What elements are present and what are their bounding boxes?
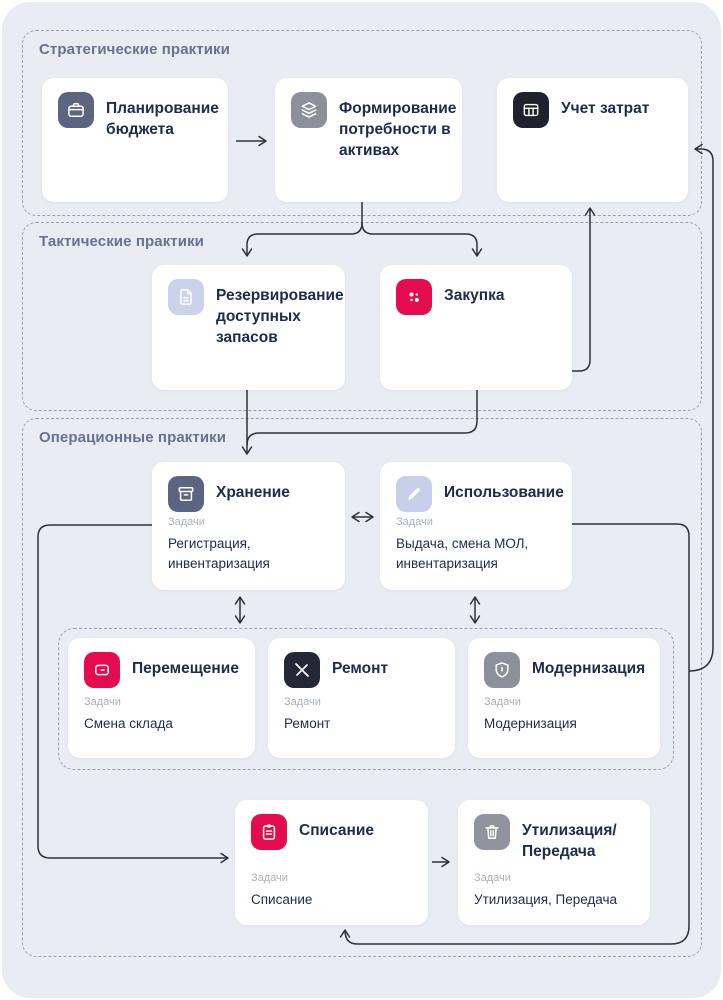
card-title: Резервирование доступных запасов xyxy=(216,287,344,346)
card-title: Формирование потребности в активах xyxy=(339,100,457,159)
clipboard-icon xyxy=(251,814,287,850)
card-writeoff[interactable]: Списание Задачи Списание xyxy=(235,800,428,925)
tasks-text: Ремонт xyxy=(284,716,331,731)
tools-icon xyxy=(284,652,320,688)
section-strategic-label: Стратегические практики xyxy=(39,41,230,58)
card-stock-reservation[interactable]: Резервирование доступных запасов xyxy=(152,265,345,390)
briefcase-icon xyxy=(58,92,94,128)
archive-icon xyxy=(168,476,204,512)
card-title: Использование xyxy=(444,484,564,501)
card-title: Учет затрат xyxy=(561,100,650,117)
tasks-label: Задачи xyxy=(396,516,433,528)
tasks-label: Задачи xyxy=(484,696,521,708)
card-storage[interactable]: Хранение Задачи Регистрация, инвентариза… xyxy=(152,462,345,590)
document-icon xyxy=(168,279,204,315)
tasks-label: Задачи xyxy=(284,696,321,708)
shield-icon xyxy=(484,652,520,688)
card-title: Закупка xyxy=(444,287,505,304)
card-relocation[interactable]: Перемещение Задачи Смена склада xyxy=(68,638,255,758)
card-procurement[interactable]: Закупка xyxy=(380,265,572,390)
trash-icon xyxy=(474,814,510,850)
tasks-label: Задачи xyxy=(251,872,288,884)
section-tactical-label: Тактические практики xyxy=(39,233,205,250)
card-title: Хранение xyxy=(216,484,290,501)
card-title: Планирование бюджета xyxy=(106,100,219,138)
card-disposal-transfer[interactable]: Утилизация/Передача Задачи Утилизация, П… xyxy=(458,800,650,925)
grid-dots-icon xyxy=(396,279,432,315)
tasks-text: Выдача, смена МОЛ, инвентаризация xyxy=(396,536,529,572)
card-usage[interactable]: Использование Задачи Выдача, смена МОЛ, … xyxy=(380,462,572,590)
card-asset-demand[interactable]: Формирование потребности в активах xyxy=(275,78,462,202)
section-operational-label: Операционные практики xyxy=(39,429,227,446)
tasks-label: Задачи xyxy=(474,872,511,884)
layers-icon xyxy=(291,92,327,128)
tasks-text: Смена склада xyxy=(84,716,173,731)
card-modernization[interactable]: Модернизация Задачи Модернизация xyxy=(468,638,660,758)
card-title: Модернизация xyxy=(532,660,646,677)
tasks-label: Задачи xyxy=(84,696,121,708)
tasks-text: Списание xyxy=(251,892,313,907)
box-icon xyxy=(84,652,120,688)
card-repair[interactable]: Ремонт Задачи Ремонт xyxy=(268,638,455,758)
card-title: Ремонт xyxy=(332,660,389,677)
pencil-icon xyxy=(396,476,432,512)
card-title: Перемещение xyxy=(132,660,239,677)
card-budget-planning[interactable]: Планирование бюджета xyxy=(42,78,228,202)
card-title: Утилизация/Передача xyxy=(522,822,617,860)
table-icon xyxy=(513,92,549,128)
tasks-text: Регистрация, инвентаризация xyxy=(168,536,270,572)
tasks-label: Задачи xyxy=(168,516,205,528)
tasks-text: Модернизация xyxy=(484,716,577,731)
tasks-text: Утилизация, Передача xyxy=(474,892,618,907)
card-cost-accounting[interactable]: Учет затрат xyxy=(497,78,688,202)
card-title: Списание xyxy=(299,822,375,839)
section-tactical: Тактические практики xyxy=(22,222,702,411)
